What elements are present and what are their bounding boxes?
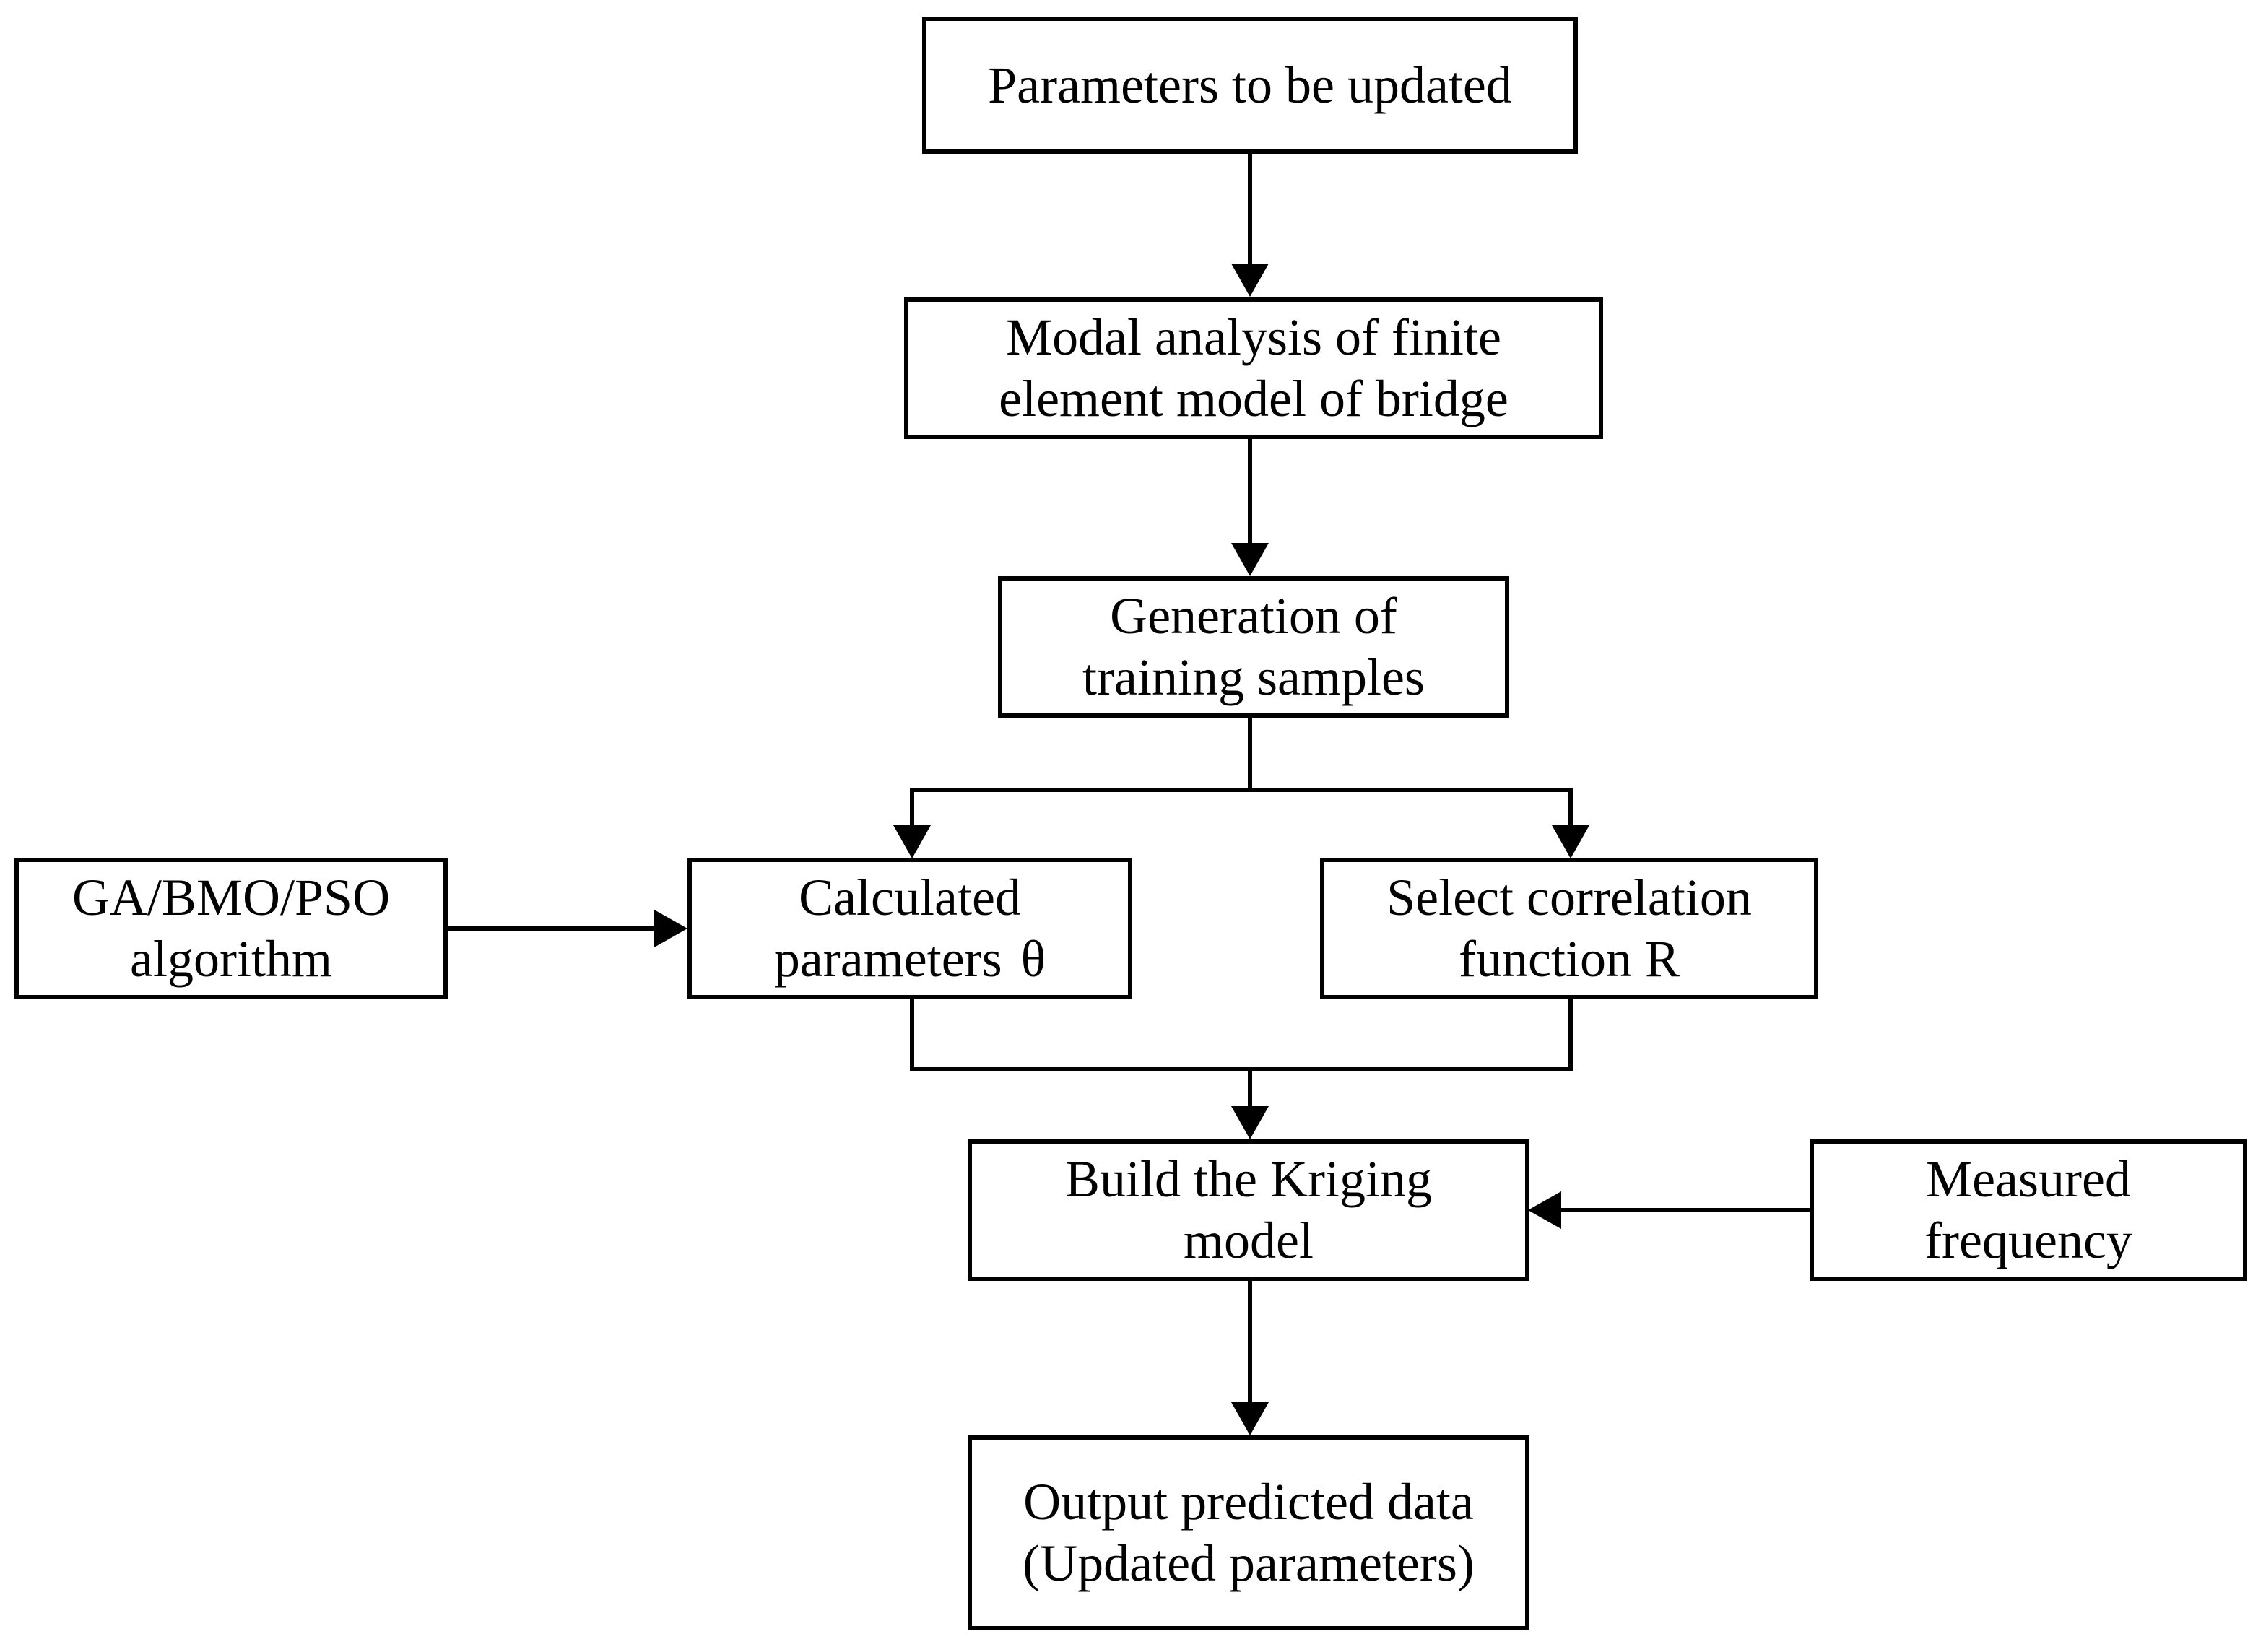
node-label: Build the Kriging model [1065, 1150, 1432, 1269]
node-label: Generation of training samples [1082, 587, 1425, 706]
edge-algorithm-to-calc-params-arrowhead [654, 910, 687, 947]
node-label: Parameters to be updated [988, 56, 1512, 114]
edge-algorithm-to-calc-params-line [448, 926, 657, 931]
edge-modal-to-generation-line [1248, 439, 1252, 543]
node-label: Output predicted data (Updated parameter… [1023, 1473, 1475, 1592]
edge-generation-split-stem [1248, 718, 1252, 790]
node-measured-frequency[interactable]: Measured frequency [1810, 1139, 2247, 1281]
node-select-correlation-function[interactable]: Select correlation function R [1320, 858, 1818, 999]
node-modal-analysis[interactable]: Modal analysis of finite element model o… [904, 297, 1603, 439]
node-output-predicted-data[interactable]: Output predicted data (Updated parameter… [968, 1435, 1529, 1630]
edge-measured-to-kriging-arrowhead [1528, 1191, 1561, 1229]
edge-merge-to-kriging-arrowhead [1231, 1106, 1269, 1139]
node-build-kriging-model[interactable]: Build the Kriging model [968, 1139, 1529, 1281]
edge-generation-split-bar [910, 788, 1573, 792]
edge-kriging-to-output-line [1248, 1281, 1252, 1402]
theta-symbol: θ [1020, 930, 1046, 988]
node-label: GA/BMO/PSO algorithm [71, 869, 391, 988]
edge-generation-to-calc-params-line [910, 788, 914, 828]
edge-merge-bar [910, 1067, 1573, 1071]
edge-generation-to-calc-params-arrowhead [893, 825, 931, 858]
edge-parameters-to-modal-line [1248, 154, 1252, 264]
edge-calc-params-merge-line [910, 999, 914, 1071]
node-label-text: Calculated parameters [773, 869, 1021, 988]
edge-generation-to-correlation-line [1568, 788, 1573, 828]
edge-parameters-to-modal-arrowhead [1231, 264, 1269, 297]
edge-correlation-merge-line [1568, 999, 1573, 1071]
node-label: Modal analysis of finite element model o… [999, 308, 1508, 427]
node-label: Measured frequency [1924, 1150, 2132, 1269]
node-label: Select correlation function R [1386, 869, 1752, 988]
edge-generation-to-correlation-arrowhead [1552, 825, 1589, 858]
node-parameters-to-be-updated[interactable]: Parameters to be updated [922, 17, 1578, 154]
edge-kriging-to-output-arrowhead [1231, 1402, 1269, 1435]
node-ga-bmo-pso-algorithm[interactable]: GA/BMO/PSO algorithm [14, 858, 448, 999]
edge-modal-to-generation-arrowhead [1231, 543, 1269, 576]
edge-measured-to-kriging-line [1561, 1208, 1810, 1212]
edge-merge-to-kriging-line [1248, 1067, 1252, 1106]
node-generation-of-training-samples[interactable]: Generation of training samples [998, 576, 1509, 718]
